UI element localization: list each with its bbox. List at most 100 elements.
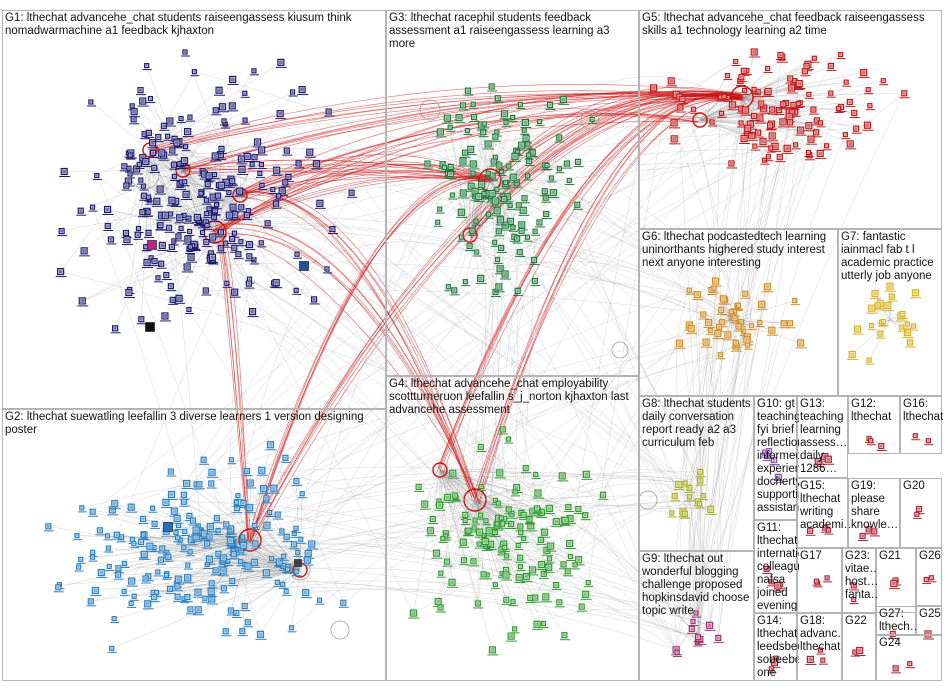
edge	[699, 135, 773, 472]
edge	[196, 474, 701, 538]
hub-edge	[239, 113, 696, 195]
group-panel-g15	[797, 478, 848, 548]
edge	[563, 519, 701, 640]
edge	[142, 109, 773, 520]
edge	[307, 251, 520, 561]
group-ring	[580, 110, 600, 130]
edge	[437, 499, 476, 602]
edge	[697, 294, 731, 321]
edge	[517, 238, 680, 344]
hub-edge	[242, 190, 475, 498]
hub-node	[432, 462, 448, 478]
edge	[282, 190, 549, 568]
edge	[243, 502, 301, 571]
edge	[80, 169, 184, 211]
edge	[131, 569, 301, 582]
edge	[92, 511, 301, 571]
edge	[699, 80, 884, 121]
edge	[202, 223, 772, 331]
edge	[439, 469, 498, 525]
edge	[699, 104, 733, 121]
group-panel-g18	[797, 613, 842, 681]
edge	[253, 259, 699, 638]
edge	[182, 169, 208, 185]
edge	[474, 499, 507, 576]
edge	[299, 493, 303, 571]
edge	[539, 121, 684, 512]
edge	[439, 469, 586, 595]
edge	[440, 499, 476, 608]
edge	[81, 466, 536, 509]
edge	[709, 102, 801, 626]
edge	[249, 539, 283, 585]
edge	[226, 524, 301, 571]
edge	[439, 469, 548, 551]
node	[155, 185, 167, 195]
edge	[76, 535, 710, 626]
edge	[439, 469, 474, 562]
edge	[82, 171, 502, 302]
hub-edge	[148, 93, 739, 150]
edge	[699, 91, 758, 121]
edge	[311, 115, 755, 545]
edge	[153, 586, 699, 638]
node	[137, 97, 149, 107]
edge	[254, 525, 700, 640]
edge	[61, 194, 241, 232]
edge	[699, 83, 800, 121]
edge	[697, 471, 704, 638]
edge	[149, 90, 220, 151]
edge	[699, 94, 809, 121]
group-panel-g6	[639, 229, 838, 396]
edge	[474, 474, 587, 501]
edge	[497, 286, 510, 510]
edge	[176, 142, 704, 496]
edge	[469, 190, 545, 236]
edge	[741, 96, 801, 103]
edge	[699, 78, 791, 121]
node	[236, 165, 248, 175]
group-panel-g27	[876, 606, 916, 635]
edge	[474, 499, 547, 598]
edge	[697, 97, 721, 643]
edge	[688, 471, 701, 629]
node	[198, 229, 208, 238]
edge	[439, 469, 551, 547]
edge	[689, 496, 698, 643]
edge	[179, 169, 184, 218]
edge	[239, 194, 262, 243]
edge	[205, 222, 587, 475]
edge	[247, 565, 301, 571]
edge	[249, 530, 282, 541]
edge	[697, 152, 809, 638]
edge	[48, 526, 301, 571]
hub-edge	[237, 154, 492, 194]
group-panel-g16	[900, 396, 942, 454]
edge	[474, 499, 544, 575]
edge	[679, 343, 689, 484]
edge	[440, 131, 471, 236]
edge	[112, 326, 720, 511]
edge	[514, 236, 518, 492]
edge	[413, 469, 441, 614]
edge	[889, 319, 908, 325]
edge	[699, 333, 719, 481]
edge	[305, 588, 699, 638]
node	[181, 190, 193, 200]
edge	[439, 469, 498, 526]
edge	[210, 257, 440, 506]
edge	[699, 106, 842, 121]
edge	[699, 333, 719, 640]
edge	[299, 569, 320, 601]
edge	[148, 132, 511, 222]
edge	[254, 525, 301, 571]
hub-edge	[212, 233, 480, 496]
group-panel-g26	[916, 548, 942, 606]
edge	[128, 149, 151, 293]
edge	[699, 345, 748, 640]
edge	[710, 156, 769, 510]
edge	[469, 184, 482, 236]
hub-edge	[252, 180, 492, 538]
edge	[424, 469, 441, 505]
